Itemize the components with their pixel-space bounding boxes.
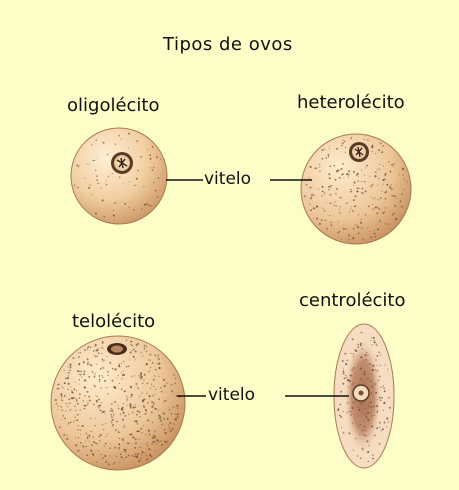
oligolecito-label: oligolécito — [67, 95, 160, 116]
vitelo-label-bottom: vitelo — [208, 385, 256, 405]
oligolecito-nucleus — [111, 152, 133, 174]
centrolecito-dots — [337, 331, 392, 463]
telolecito-label: telolécito — [72, 311, 156, 332]
telolecito-nucleus — [107, 343, 127, 355]
vitelo-label-top: vitelo — [204, 169, 252, 189]
telolecito-dots — [54, 339, 182, 466]
oligolecito-dots — [73, 132, 162, 221]
diagram-title: Tipos de ovos — [163, 34, 293, 55]
centrolecito-nucleus — [352, 384, 370, 402]
oligolecito-egg — [70, 127, 168, 225]
heterolecito-nucleus — [349, 142, 369, 162]
centrolecito-label: centrolécito — [299, 290, 406, 311]
heterolecito-dots — [303, 136, 408, 241]
centrolecito-egg — [333, 323, 395, 469]
heterolecito-label: heterolécito — [297, 92, 405, 113]
telolecito-egg — [50, 335, 186, 471]
heterolecito-egg — [300, 133, 412, 245]
